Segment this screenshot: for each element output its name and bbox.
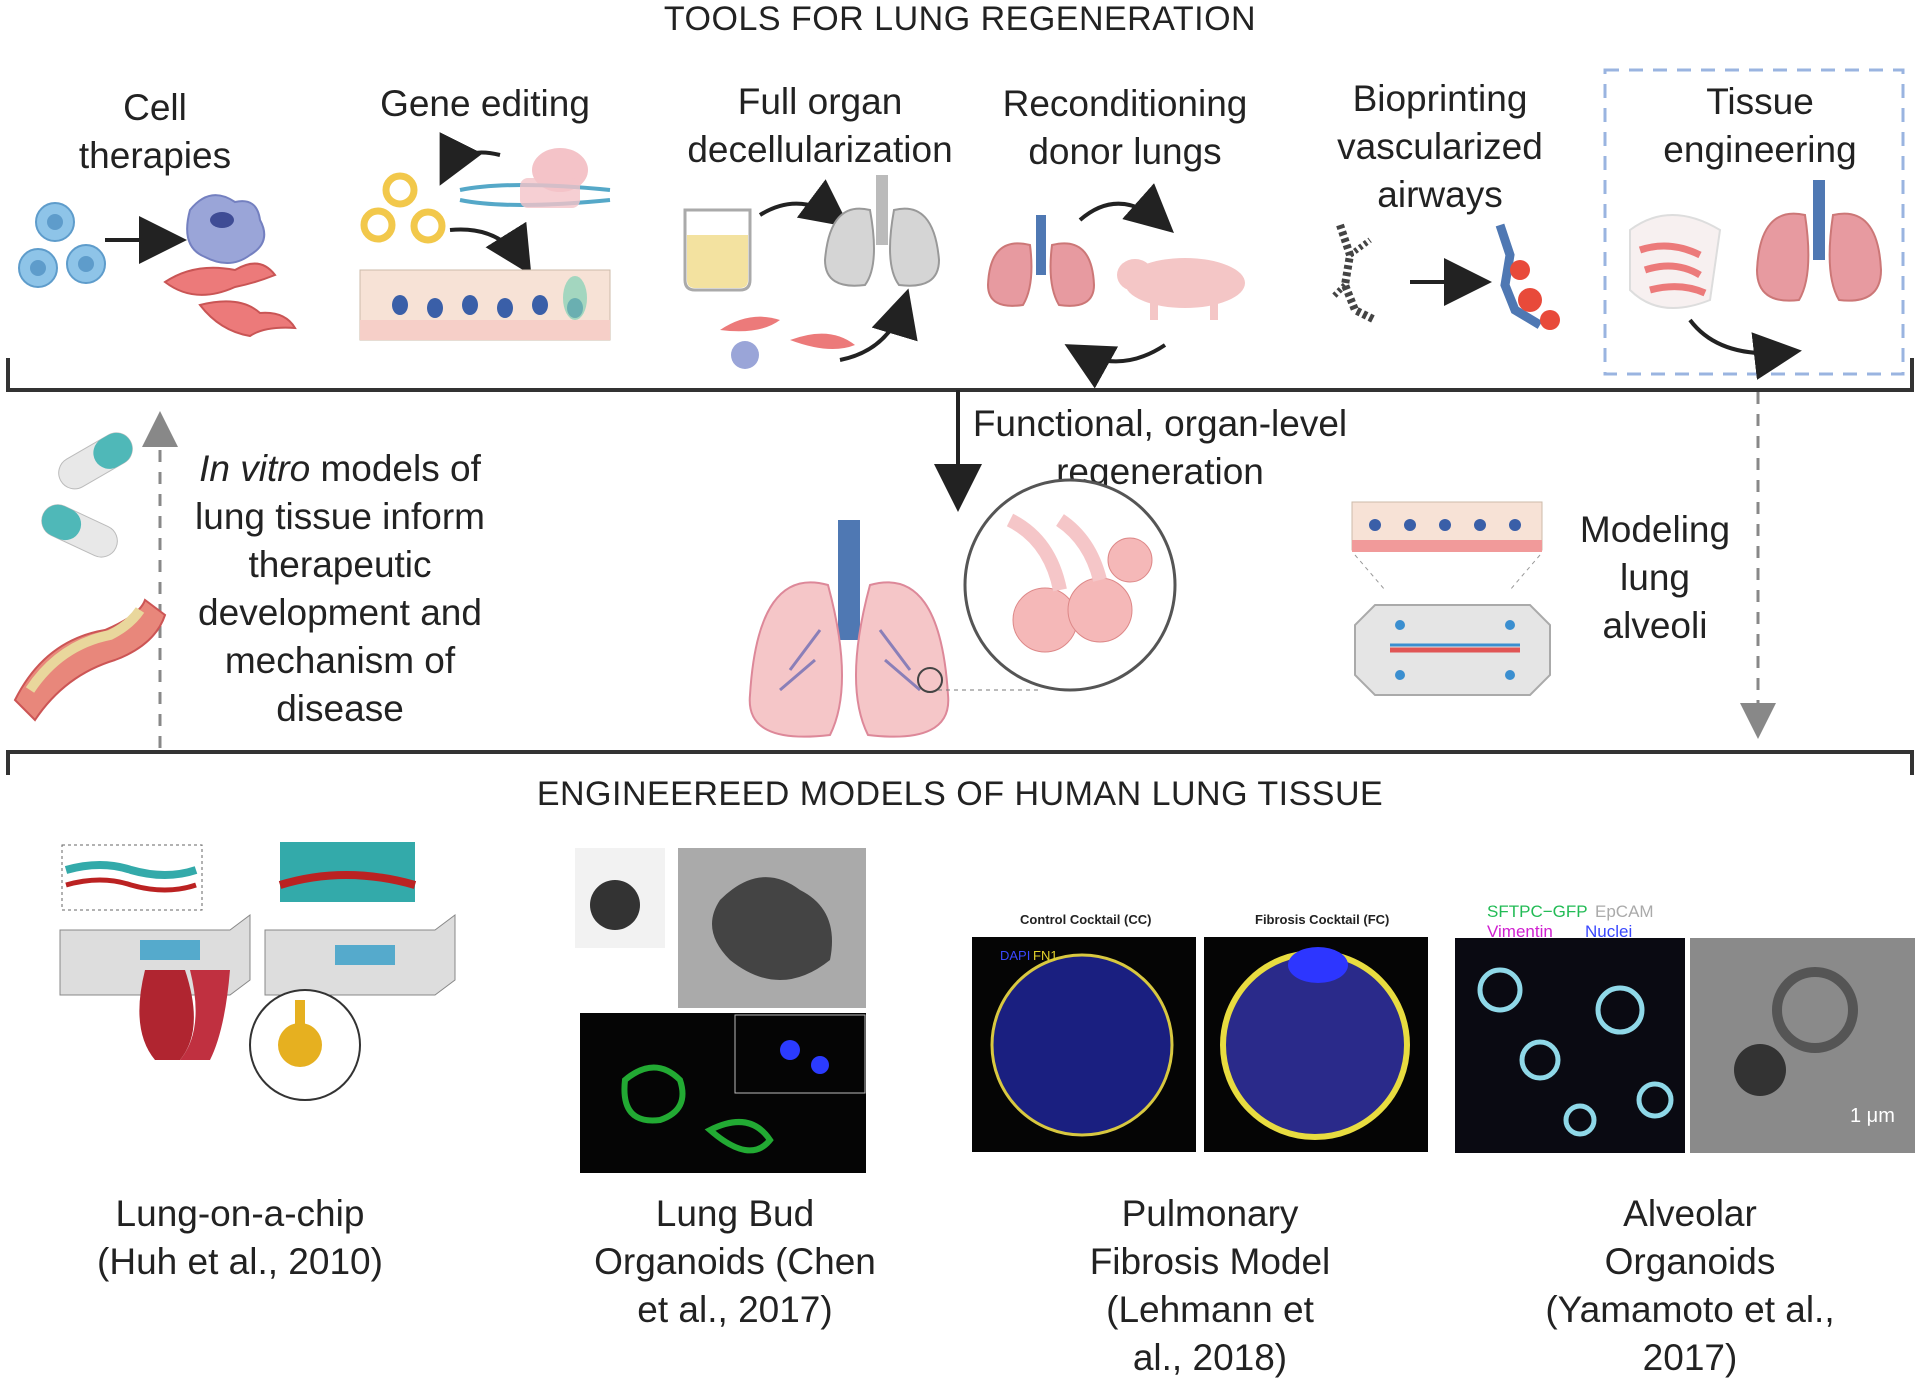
- model-caption-fibrosis: Pulmonary Fibrosis Model (Lehmann et al.…: [1089, 1193, 1331, 1378]
- airway-scaffold-icon: [1330, 223, 1377, 324]
- dna-cas9-icon: [459, 148, 611, 208]
- fibrosis-figure: [972, 937, 1428, 1152]
- plasmid-icons: [360, 172, 446, 244]
- bottom-bracket: [6, 750, 1914, 775]
- alveoli-zoom-source: [917, 667, 943, 693]
- decell-arrow-2-icon: [839, 288, 918, 362]
- blood-vessel-icon: [13, 598, 167, 722]
- sftpc-stain-label: SFTPC−GFP: [1487, 902, 1588, 921]
- donor-lung-icon: [986, 215, 1096, 307]
- in-vitro-italic: In vitro: [199, 448, 311, 489]
- gene-arrow-top-icon: [439, 132, 501, 186]
- lung-on-chip-figure: [59, 842, 456, 1101]
- top-section-title: TOOLS FOR LUNG REGENERATION: [663, 0, 1257, 38]
- lung-chip-device-icon: [1354, 604, 1551, 696]
- model-caption-lung-on-chip: Lung-on-a-chip (Huh et al., 2010): [97, 1193, 383, 1282]
- nuclei-stain-label: Nuclei: [1585, 922, 1633, 941]
- decell-arrow-1-icon: [758, 179, 850, 228]
- modeling-alveoli-caption: Modeling lung alveoli: [1579, 509, 1731, 646]
- fibrosis-cocktail-label: Fibrosis Cocktail (FC): [1255, 912, 1390, 927]
- epcam-stain-label: EpCAM: [1595, 902, 1654, 921]
- gene-arrow-bottom-icon: [449, 221, 532, 276]
- bottom-section-title: ENGINEEREED MODELS OF HUMAN LUNG TISSUE: [536, 775, 1384, 813]
- model-caption-alveolar: Alveolar Organoids (Yamamoto et al., 201…: [1545, 1193, 1835, 1378]
- stem-cells-icon: [18, 202, 106, 288]
- beaker-icon: [683, 208, 752, 292]
- fibrosis-control-label: Control Cocktail (CC): [1020, 912, 1152, 927]
- alveoli-tissue-icon: [1351, 501, 1543, 552]
- scale-bar-label: 1 μm: [1850, 1105, 1895, 1127]
- fn1-stain-label: FN1: [1033, 948, 1058, 963]
- recond-arrow-1-icon: [1078, 183, 1174, 233]
- pig-icon: [1117, 258, 1245, 320]
- macrophage-icon: [186, 194, 266, 264]
- model-caption-lung-bud: Lung Bud Organoids (Chen et al., 2017): [594, 1193, 876, 1330]
- regenerated-lung-icon: [748, 520, 950, 738]
- epithelium-icon: [359, 269, 611, 341]
- tissue-arrow-icon: [1688, 318, 1802, 380]
- scaffold-fibers-icon: [1629, 214, 1722, 309]
- decellularized-lung-icon: [823, 175, 941, 287]
- recond-arrow-2-icon: [1064, 343, 1167, 389]
- capsule-pill-icon: [41, 432, 133, 558]
- decell-cells-icon: [720, 316, 855, 369]
- fibroblast-icon: [163, 262, 297, 338]
- functional-regeneration-caption: Functional, organ-level regeneration: [972, 403, 1348, 492]
- lung-bud-figure: [575, 848, 866, 1173]
- engineered-lung-icon: [1755, 180, 1883, 302]
- alveolar-figure: [1455, 938, 1915, 1153]
- dapi-stain-label: DAPI: [1000, 948, 1031, 963]
- vascularized-airway-icon: [1495, 223, 1560, 330]
- tool-label-gene-editing: Gene editing: [380, 83, 590, 124]
- alveoli-zoom-icon: [963, 478, 1177, 692]
- in-vitro-caption: In vitro models of lung tissue inform th…: [195, 448, 485, 729]
- vimentin-stain-label: Vimentin: [1487, 922, 1553, 941]
